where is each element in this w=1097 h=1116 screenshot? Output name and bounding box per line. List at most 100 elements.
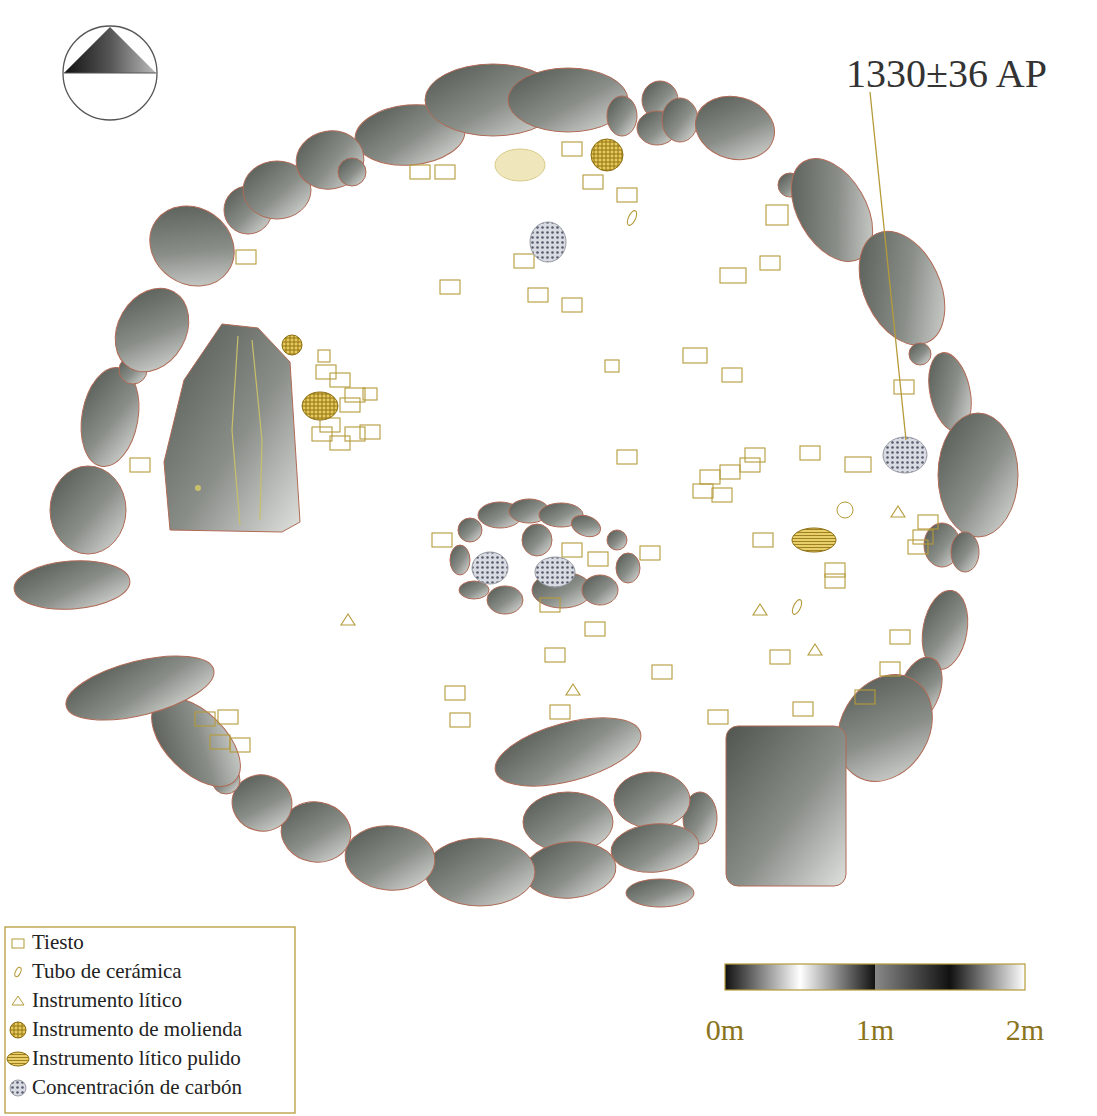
sherd	[514, 254, 534, 268]
sherd	[432, 533, 452, 547]
sherd	[330, 373, 350, 387]
sherd	[540, 598, 560, 612]
sherd	[330, 436, 350, 450]
sherd	[316, 365, 336, 379]
stone-detail	[232, 336, 262, 525]
sherd	[230, 738, 250, 752]
sherd	[435, 165, 455, 179]
sherd	[918, 515, 938, 529]
sherd	[345, 388, 365, 402]
sherd	[708, 710, 728, 724]
sherd	[445, 686, 465, 700]
stone	[450, 545, 470, 575]
sherd	[908, 540, 928, 554]
north-line	[64, 73, 156, 74]
stone	[12, 557, 131, 613]
sherd	[753, 533, 773, 547]
stone	[50, 466, 126, 554]
stone	[487, 586, 523, 614]
sherd	[652, 665, 672, 679]
sherd	[845, 457, 871, 472]
stone	[688, 88, 781, 169]
charcoal	[530, 222, 566, 262]
stone	[568, 511, 603, 540]
sherd	[550, 705, 570, 719]
sherd	[700, 470, 720, 484]
stone	[626, 879, 694, 907]
sherd	[363, 388, 377, 400]
sherd	[913, 530, 933, 544]
sherd	[545, 648, 565, 662]
sherd	[583, 175, 603, 189]
sherd	[605, 360, 619, 372]
sherd	[562, 142, 582, 156]
sherd	[218, 710, 238, 724]
legend-symbol	[12, 996, 24, 1005]
stone	[607, 530, 627, 550]
slab-stone	[726, 726, 846, 886]
legend-symbols	[7, 939, 29, 1096]
stone	[338, 158, 366, 186]
stone	[938, 413, 1018, 537]
sherd	[793, 702, 813, 716]
polished-tool	[792, 528, 836, 552]
sherd	[312, 427, 332, 441]
date-label: 1330±36 AP	[846, 52, 1047, 96]
charcoal	[883, 437, 927, 473]
sherd	[693, 484, 713, 498]
stone	[291, 126, 368, 195]
stone	[101, 275, 204, 385]
ceramic-tube	[625, 209, 638, 226]
sherd	[562, 543, 582, 557]
sherd	[890, 630, 910, 644]
sherd	[450, 713, 470, 727]
legend-text: Instrumento lítico pulido	[32, 1047, 241, 1070]
sherd	[617, 450, 637, 464]
sherd	[880, 662, 900, 676]
stone	[607, 96, 637, 136]
lithic-tool	[808, 644, 822, 655]
legend-symbol	[10, 1022, 26, 1038]
lithic-tool	[891, 506, 905, 517]
stone	[60, 643, 221, 732]
sherd	[712, 488, 732, 502]
finds	[130, 139, 938, 752]
sherd	[210, 735, 230, 749]
sherd	[720, 465, 740, 479]
ceramic-tube	[790, 598, 803, 615]
stone	[951, 532, 979, 572]
sherd	[236, 250, 256, 264]
menhir-stone	[164, 324, 300, 532]
scale-label: 2m	[1006, 1013, 1044, 1046]
stone	[609, 820, 701, 875]
grinding-tool	[282, 335, 302, 355]
sherd	[588, 552, 608, 566]
stone	[909, 343, 931, 365]
lithic-tool	[566, 684, 580, 695]
sherd	[130, 458, 150, 472]
legend-text: Instrumento lítico	[32, 989, 182, 1012]
stone	[488, 705, 648, 800]
polished-tool	[495, 149, 545, 181]
sherd	[766, 205, 788, 225]
north-arrow	[64, 27, 156, 73]
grinding-tool	[302, 392, 338, 420]
legend-symbol	[12, 939, 24, 948]
sherd	[340, 398, 360, 412]
sherd	[770, 650, 790, 664]
sherd	[410, 165, 430, 179]
lithic-tool	[341, 614, 355, 625]
stone	[425, 838, 535, 906]
stone	[616, 553, 640, 583]
sherd	[195, 712, 215, 726]
north-circle	[63, 26, 157, 120]
sherd	[562, 298, 582, 312]
scale-label: 1m	[856, 1013, 894, 1046]
lithic-tool	[753, 604, 767, 615]
sherd	[640, 546, 660, 560]
find-ring	[837, 502, 853, 518]
sherd	[683, 348, 707, 363]
stone	[662, 98, 698, 142]
stone	[342, 822, 437, 894]
